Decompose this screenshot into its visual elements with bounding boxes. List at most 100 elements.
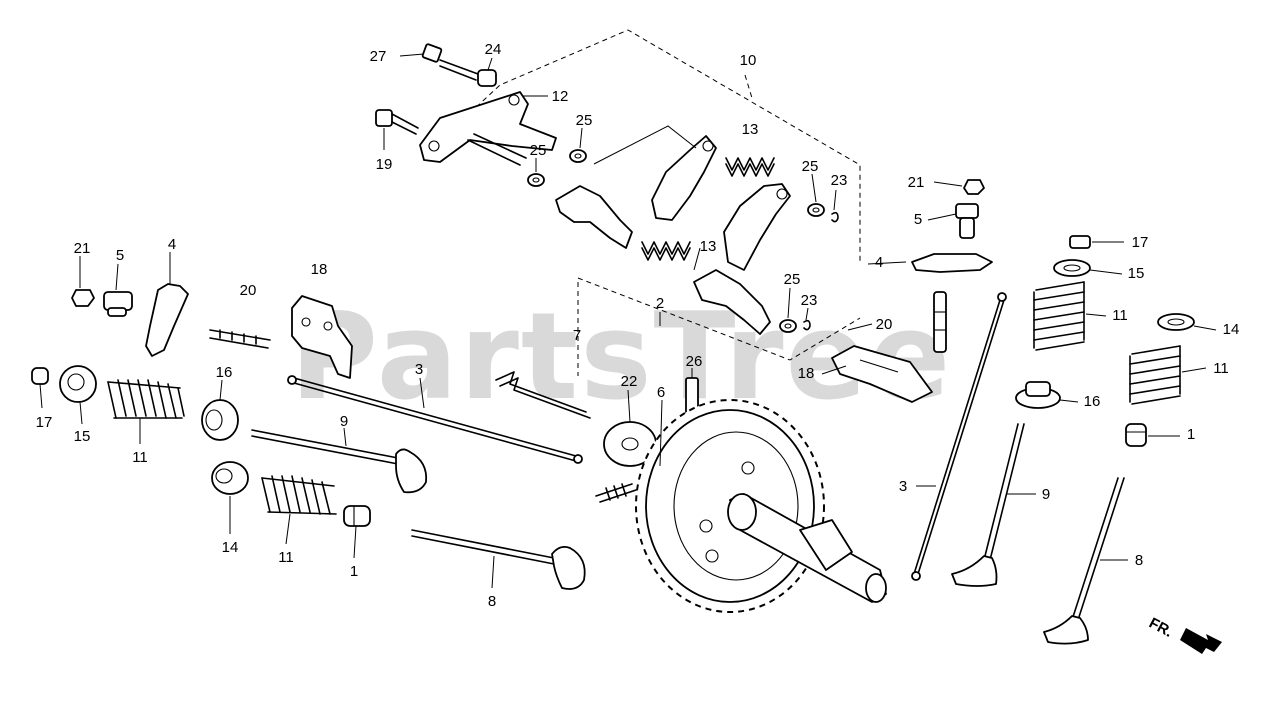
washer-25-c[interactable] [807, 203, 825, 217]
cotter-1-left[interactable] [343, 505, 371, 527]
rocker-arm-lower[interactable] [693, 269, 771, 335]
callout-21: 21 [74, 240, 91, 257]
callout-27: 27 [370, 48, 387, 65]
callout-26: 26 [686, 353, 703, 370]
clip-23-a[interactable] [831, 211, 839, 223]
nut-21-right[interactable] [963, 179, 985, 195]
spring-11-left-upper[interactable] [107, 379, 185, 419]
spring-11-right-lower[interactable] [1129, 345, 1181, 405]
callout-15: 15 [74, 428, 91, 445]
callout-23: 23 [831, 172, 848, 189]
washer-25-b[interactable] [527, 173, 545, 187]
rocker-arm-upper-right[interactable] [723, 183, 791, 271]
retainer-14-left[interactable] [211, 461, 249, 495]
callout-25: 25 [784, 271, 801, 288]
valve-cap-17-right[interactable] [1069, 235, 1091, 249]
callout-9: 9 [340, 413, 348, 430]
valve-8-left[interactable] [411, 529, 586, 590]
callout-13: 13 [700, 238, 717, 255]
rocker-arm-4-left[interactable] [145, 283, 189, 357]
callout-17: 17 [1132, 234, 1149, 251]
guide-plate-18-left[interactable] [291, 295, 353, 379]
cotter-1-right[interactable] [1125, 423, 1147, 447]
callout-2: 2 [656, 295, 664, 312]
callout-16: 16 [216, 364, 233, 381]
callout-1: 1 [350, 563, 358, 580]
rocker-shaft-holder[interactable] [419, 91, 557, 166]
callout-20: 20 [240, 282, 257, 299]
spring-13-lower[interactable] [641, 241, 691, 261]
pivot-5-left[interactable] [103, 291, 133, 317]
callout-25: 25 [802, 158, 819, 175]
bolt-27[interactable] [421, 43, 479, 81]
callout-11: 11 [1112, 307, 1128, 324]
callout-8: 8 [488, 593, 496, 610]
callout-15: 15 [1128, 265, 1145, 282]
callout-20: 20 [876, 316, 893, 333]
clip-23-b[interactable] [803, 319, 811, 331]
callout-5: 5 [116, 247, 124, 264]
leader-lines [39, 53, 1217, 589]
callout-11: 11 [132, 449, 148, 466]
callout-24: 24 [485, 41, 502, 58]
front-direction-marker: FR. [1146, 615, 1222, 654]
callout-14: 14 [222, 539, 239, 556]
callout-4: 4 [875, 254, 883, 271]
stem-seal-16-left[interactable] [201, 399, 239, 441]
callout-19: 19 [376, 156, 393, 173]
callout-22: 22 [621, 373, 638, 390]
callout-4: 4 [168, 236, 176, 253]
callout-13: 13 [742, 121, 759, 138]
callout-5: 5 [914, 211, 922, 228]
valve-9-right[interactable] [951, 423, 1025, 587]
bolt-19[interactable] [375, 109, 419, 135]
rocker-arm-upper-mid[interactable] [651, 135, 717, 221]
retainer-14-right[interactable] [1157, 313, 1195, 331]
pivot-5-right[interactable] [955, 203, 979, 239]
callout-7: 7 [573, 327, 581, 344]
rocker-arm-upper-left[interactable] [555, 185, 633, 249]
washer-25-d[interactable] [779, 319, 797, 333]
callout-8: 8 [1135, 552, 1143, 569]
front-direction-label: FR. [1146, 615, 1175, 641]
rocker-arm-4-right[interactable] [911, 253, 993, 273]
retainer-15-left[interactable] [59, 365, 97, 403]
callout-23: 23 [801, 292, 818, 309]
callout-11: 11 [1213, 360, 1229, 377]
callout-11: 11 [278, 549, 294, 566]
callout-9: 9 [1042, 486, 1050, 503]
camshaft[interactable] [727, 493, 887, 603]
nut-21-left[interactable] [71, 289, 95, 307]
pushrod-3-right[interactable] [911, 292, 1007, 581]
stud-20-left[interactable] [209, 329, 271, 349]
front-direction-arrow-icon [1180, 628, 1222, 654]
spring-11-right-upper[interactable] [1033, 281, 1085, 351]
retainer-15-right[interactable] [1053, 259, 1091, 277]
washer-25-a[interactable] [569, 149, 587, 163]
spring-13-upper[interactable] [725, 157, 775, 177]
stem-seal-16-right[interactable] [1015, 381, 1061, 409]
callout-3: 3 [415, 361, 423, 378]
guide-plate-18-right[interactable] [831, 345, 933, 403]
stud-20-right[interactable] [933, 291, 947, 353]
valve-8-right[interactable] [1043, 477, 1125, 645]
callout-16: 16 [1084, 393, 1101, 410]
callout-25: 25 [530, 142, 547, 159]
valve-cap-17-left[interactable] [31, 367, 49, 385]
callout-12: 12 [552, 88, 569, 105]
callout-21: 21 [908, 174, 925, 191]
decompressor-lever-7[interactable] [495, 371, 591, 419]
collar-24[interactable] [477, 69, 497, 87]
callout-25: 25 [576, 112, 593, 129]
callout-18: 18 [311, 261, 328, 278]
callout-6: 6 [657, 384, 665, 401]
valve-9-left[interactable] [251, 429, 428, 494]
callout-3: 3 [899, 478, 907, 495]
pushrod-3-left[interactable] [287, 375, 583, 464]
callout-17: 17 [36, 414, 53, 431]
assembly-outline-10 [429, 29, 861, 262]
spring-11-left-lower[interactable] [261, 475, 337, 515]
callout-18: 18 [798, 365, 815, 382]
